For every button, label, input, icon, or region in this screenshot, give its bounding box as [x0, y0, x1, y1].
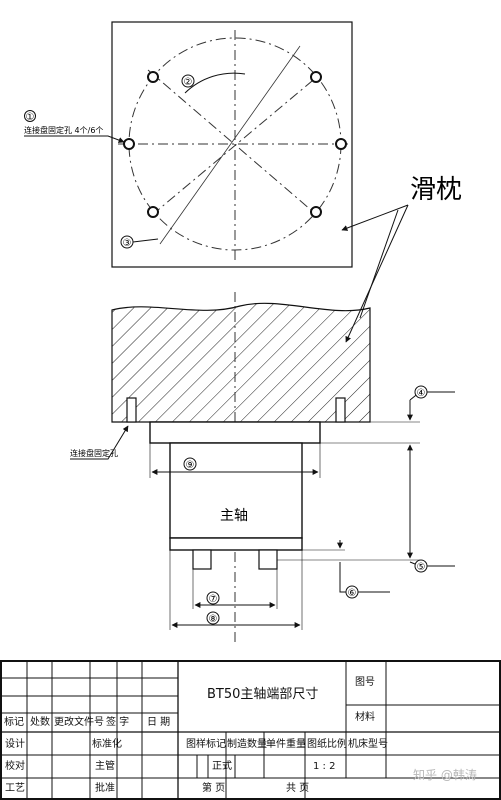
spindle-label: 主轴: [220, 508, 248, 524]
page-label: 第 页: [202, 783, 226, 794]
callout-5: ⑤: [417, 562, 426, 573]
total-label: 共 页: [286, 783, 310, 794]
bolt-hole: [310, 206, 322, 218]
hole-note-side: 连接盘固定孔: [70, 448, 118, 458]
title-block-grid: [0, 660, 501, 800]
title-block: BT50主轴端部尺寸 图号 材料 标记 处数 更改文件号 签 字 日 期 设计 …: [0, 660, 501, 800]
mid-label-approve: 批准: [95, 783, 115, 794]
leader-6: [339, 562, 390, 593]
row-label-check: 校对: [5, 761, 25, 772]
info-header-scale: 图纸比例: [307, 739, 347, 750]
callout-6-circle: [345, 585, 359, 599]
mark-value: 正式: [212, 761, 232, 772]
engineering-drawing: ① 连接盘固定孔 4个/6个 ② ③ 滑枕 主轴 连接盘固定孔 ⑨ ⑦ ⑧: [24, 21, 462, 646]
info-header-quantity: 制造数量: [227, 739, 267, 750]
slide-leader-1: [341, 204, 409, 231]
leader-1: [24, 135, 125, 143]
leader-3: [132, 238, 159, 243]
angle-arc: [184, 72, 246, 94]
callout-9-circle: [183, 457, 197, 471]
callout-2: ②: [184, 77, 193, 88]
callout-7-circle: [206, 591, 220, 605]
diagonal-1: [147, 69, 319, 217]
diagonal-3: [159, 45, 301, 245]
revision-header-docno: 更改文件号: [54, 717, 104, 728]
callout-9: ⑨: [186, 460, 195, 471]
revision-header-sign: 签 字: [106, 717, 130, 728]
drive-key: [192, 549, 212, 570]
bolt-hole: [147, 206, 159, 218]
slide-leader-3: [359, 209, 399, 319]
callout-4: ④: [417, 388, 426, 399]
row-label-design: 设计: [5, 739, 25, 750]
callout-4-circle: [414, 385, 428, 399]
slide-label: 滑枕: [410, 175, 462, 205]
hole-note-top: 连接盘固定孔 4个/6个: [24, 125, 103, 135]
spindle-end: [169, 537, 303, 551]
callout-1-circle: [24, 110, 36, 122]
scale-value: 1 : 2: [313, 761, 336, 772]
bolt-hole: [123, 138, 135, 150]
drawing-no-label: 图号: [355, 677, 375, 688]
flange: [149, 421, 321, 444]
callout-1: ①: [26, 112, 35, 123]
ram-body: [111, 302, 371, 423]
row-label-process: 工艺: [5, 783, 25, 794]
revision-header-mark: 标记: [4, 717, 24, 728]
callout-8-circle: [206, 611, 220, 625]
top-view-frame: [111, 21, 353, 268]
watermark: 知乎 @韩涛: [413, 768, 477, 782]
callout-6: ⑥: [348, 588, 357, 599]
drive-key: [258, 549, 278, 570]
callout-3: ③: [123, 238, 132, 249]
drawing-title: BT50主轴端部尺寸: [207, 687, 319, 702]
revision-header-count: 处数: [30, 717, 50, 728]
bolt-hole: [310, 71, 322, 83]
bolt-hole: [335, 138, 347, 150]
callout-7: ⑦: [209, 594, 218, 605]
callout-2-circle: [181, 74, 195, 88]
mid-label-supervisor: 主管: [95, 761, 115, 772]
material-label: 材料: [355, 712, 375, 723]
info-header-mark: 图样标记: [186, 739, 226, 750]
info-header-weight: 单件重量: [266, 739, 306, 750]
bolt-hole: [147, 71, 159, 83]
revision-header-date: 日 期: [147, 717, 171, 728]
spindle-body: [169, 442, 303, 539]
leader-side: [70, 425, 129, 460]
locating-pin: [335, 397, 346, 423]
info-header-machine: 机床型号: [348, 739, 388, 750]
locating-pin: [126, 397, 137, 423]
mid-label-standard: 标准化: [92, 739, 122, 750]
callout-5-circle: [414, 559, 428, 573]
diagonal-2: [151, 75, 319, 216]
callout-8: ⑧: [209, 614, 218, 625]
